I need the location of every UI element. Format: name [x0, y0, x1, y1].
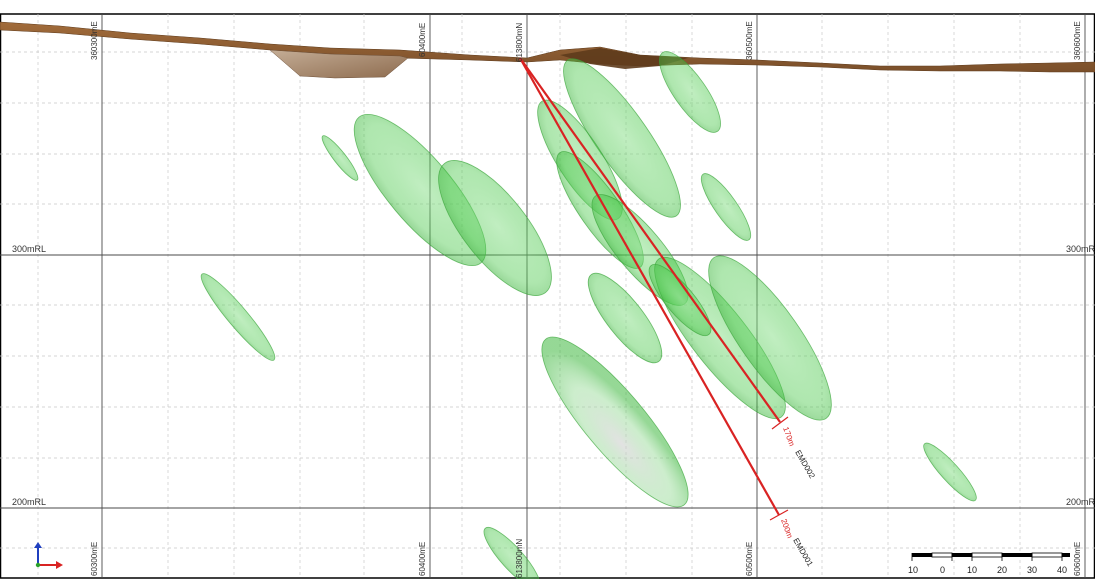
pit-shell-east [560, 48, 688, 69]
pit-shell-west [269, 49, 409, 79]
scale-tick-label: 20 [997, 565, 1007, 575]
scale-tick-label: 30 [1027, 565, 1037, 575]
axis-triad-icon [34, 542, 63, 569]
drillhole-emd002-end-tick [771, 416, 789, 430]
drillhole-emd002-trace [519, 57, 781, 423]
orebody-lens [648, 263, 712, 337]
orebody-lens [659, 51, 721, 133]
viewport-frame [0, 13, 1095, 579]
orebody-lens [438, 160, 552, 296]
rl-label-300-left: 300mRL [12, 244, 46, 254]
grid-label-e-bot-3: 60500mE [745, 542, 754, 576]
grid-label-n-bot: 613800mN [515, 539, 524, 578]
grid-label-e-top-2: 60400mE [418, 23, 427, 57]
scale-tick-label: 10 [967, 565, 977, 575]
scale-tick-label: 40 [1057, 565, 1067, 575]
grid-label-e-bot-4: 60600mE [1073, 542, 1082, 576]
grid-label-e-top-4: 360600mE [1073, 21, 1082, 60]
grid-label-e-top-3: 360500mE [745, 21, 754, 60]
orebody-lens [700, 173, 752, 241]
grid-label-e-top-1: 360300mE [90, 21, 99, 60]
top-grid-labels: 360300mE 60400mE 613800mN 360500mE 36060… [90, 21, 1082, 62]
grid-label-e-bot-1: 60300mE [90, 542, 99, 576]
drillhole-emd001-end-tick [769, 509, 789, 521]
drillhole-emd001-trace [519, 57, 780, 516]
grid-label-n-top: 613800mN [515, 23, 524, 62]
bottom-grid-labels: 60300mE 60400mE 613800mN 60500mE 60600mE [90, 539, 1082, 578]
terrain-surface [0, 21, 1095, 79]
rl-label-300-right: 300mRL [1066, 244, 1095, 254]
scale-tick-label: 0 [940, 565, 945, 575]
orebody-lens [541, 336, 689, 508]
grid-label-e-bot-2: 60400mE [418, 542, 427, 576]
rl-label-200-right: 200mRL [1066, 497, 1095, 507]
rl-label-200-left: 200mRL [12, 497, 46, 507]
orebody-lens [923, 442, 977, 502]
major-grid [0, 14, 1095, 578]
scale-tick-label: 10 [908, 565, 918, 575]
orebody-lens [483, 526, 541, 579]
orebody-lens [587, 272, 663, 364]
orebody-lens [200, 273, 276, 361]
orebody-lens [708, 255, 832, 421]
scale-bar: 10 0 10 20 30 40 [908, 552, 1070, 575]
drillhole-traces [519, 57, 789, 521]
orebody-lens [321, 135, 359, 181]
